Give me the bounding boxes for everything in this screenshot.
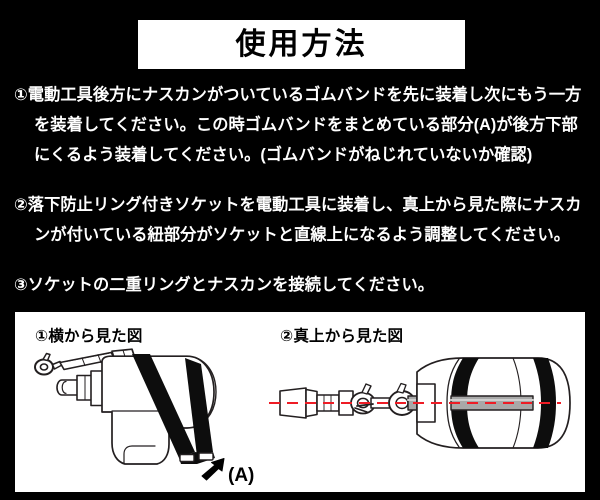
instruction-step-3: ③ソケットの二重リングとナスカンを接続してください。 <box>14 276 435 294</box>
figure-label-side-view: ①横から見た図 <box>35 328 143 345</box>
illustration-top-view <box>267 348 585 490</box>
page-title: 使用方法 <box>235 27 368 61</box>
callout-arrow-icon <box>201 458 225 481</box>
callout-label-a: (A) <box>228 465 254 486</box>
title-banner: 使用方法 <box>138 20 465 69</box>
instruction-step-2: ②落下防止リング付きソケットを電動工具に装着し、真上から見た際にナスカンが付いて… <box>14 196 582 244</box>
figure-panel: ①横から見た図 ②真上から見た図 <box>15 312 585 492</box>
instruction-step-1: ①電動工具後方にナスカンがついているゴムバンドを先に装着し次にもう一方を装着して… <box>14 86 582 164</box>
illustration-side-view: (A) <box>19 348 283 490</box>
figure-label-top-view: ②真上から見た図 <box>280 328 404 345</box>
eye-bolt-icon <box>34 352 63 376</box>
band-buckle <box>179 452 214 463</box>
instruction-list: ①電動工具後方にナスカンがついているゴムバンドを先に装着し次にもう一方を装着して… <box>14 80 592 300</box>
